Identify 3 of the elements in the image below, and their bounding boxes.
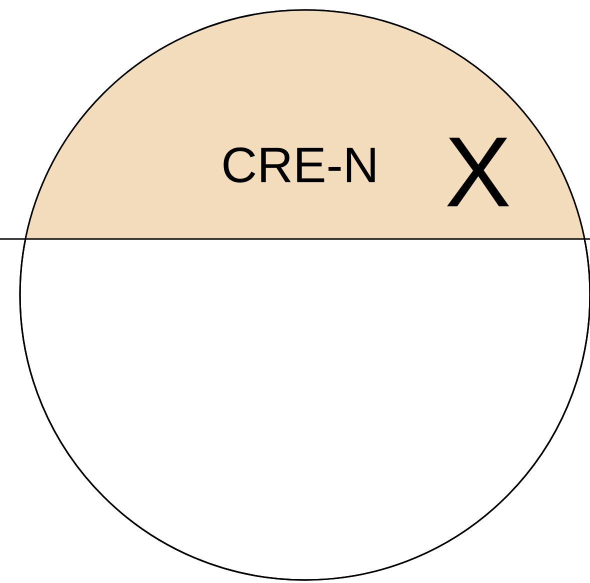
segment-band: [0, 9, 590, 581]
band-label: X: [447, 138, 510, 206]
band-label: CRE-N: [224, 147, 375, 183]
